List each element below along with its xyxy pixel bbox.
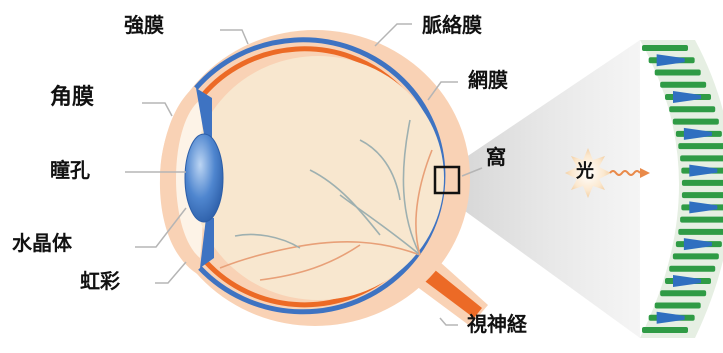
rod-cell <box>660 82 706 88</box>
wavy-arrow-head <box>640 168 650 178</box>
photoreceptor-panel <box>640 40 723 338</box>
rod-cell <box>655 302 701 308</box>
label-fovea: 窩 <box>486 147 506 167</box>
rod-cell <box>669 106 715 112</box>
rod-cell <box>682 180 723 186</box>
rod-cell <box>678 143 723 149</box>
label-choroid: 脈絡膜 <box>422 15 482 35</box>
label-light: 光 <box>576 163 594 181</box>
lens-shape <box>185 134 223 222</box>
rod-cell <box>660 290 706 296</box>
rod-cell <box>642 45 688 51</box>
label-optic-nerve: 視神経 <box>467 314 527 334</box>
rod-cell <box>642 327 688 333</box>
rod-cell <box>673 253 719 259</box>
label-retina: 網膜 <box>468 70 508 90</box>
rod-cell <box>669 266 715 272</box>
rod-cell <box>680 217 723 223</box>
label-sclera: 強膜 <box>124 15 164 35</box>
label-pupil: 瞳孔 <box>50 160 90 180</box>
rod-cell <box>655 70 701 76</box>
label-cornea: 角膜 <box>50 87 94 109</box>
rod-cell <box>678 229 723 235</box>
rod-cell <box>682 192 723 198</box>
label-iris: 虹彩 <box>80 271 120 291</box>
vitreous-body <box>192 56 444 300</box>
label-lens: 水晶体 <box>12 233 72 253</box>
rod-cell <box>673 119 719 125</box>
rod-cell <box>680 155 723 161</box>
